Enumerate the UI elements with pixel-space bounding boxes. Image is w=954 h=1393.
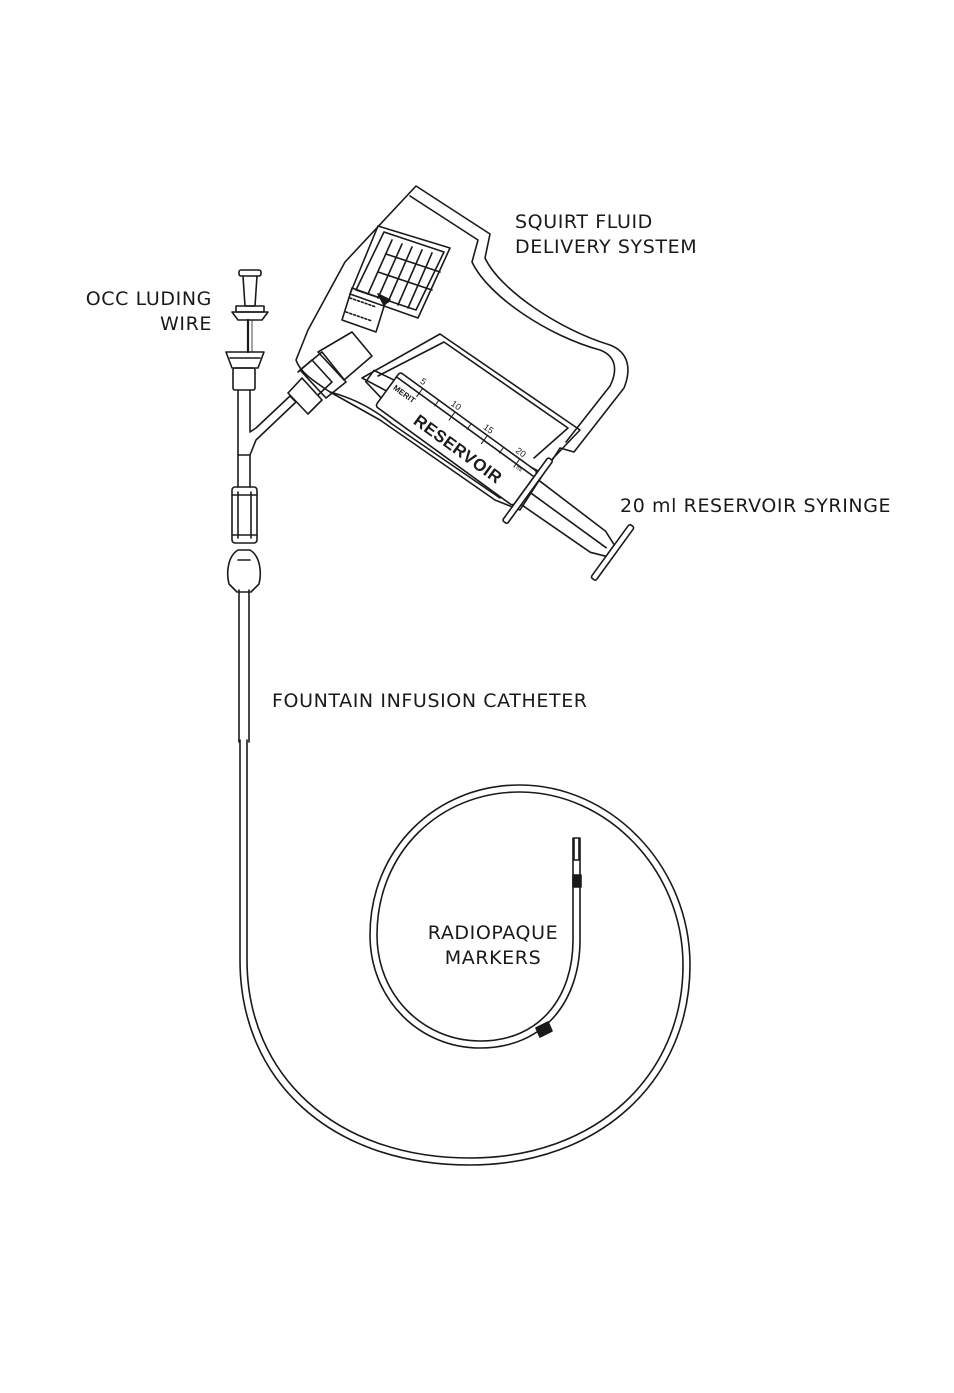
marker-band-distal (536, 1022, 552, 1037)
tick-label-5: 5 (418, 376, 428, 387)
label-markers-line1: RADIOPAQUE (418, 921, 568, 946)
catheter-hub (226, 352, 332, 742)
occluding-wire (232, 270, 268, 352)
label-infusion-catheter: FOUNTAIN INFUSION CATHETER (272, 689, 588, 714)
label-markers-line2: MARKERS (418, 946, 568, 971)
label-squirt-line2: DELIVERY SYSTEM (515, 235, 697, 260)
marker-band-tip (573, 875, 581, 887)
label-occluding-line1: OCC LUDING (70, 287, 212, 312)
label-reservoir-syringe: 20 ml RESERVOIR SYRINGE (620, 494, 891, 519)
reservoir-syringe: 5 10 15 20 ml MERIT RESERVOIR (347, 345, 638, 586)
label-radiopaque-markers: RADIOPAQUE MARKERS (418, 921, 568, 971)
label-squirt-line1: SQUIRT FLUID (515, 210, 697, 235)
label-occluding-line2: WIRE (70, 312, 212, 337)
label-squirt-system: SQUIRT FLUID DELIVERY SYSTEM (515, 210, 697, 260)
label-occluding-wire: OCC LUDING WIRE (70, 287, 212, 337)
